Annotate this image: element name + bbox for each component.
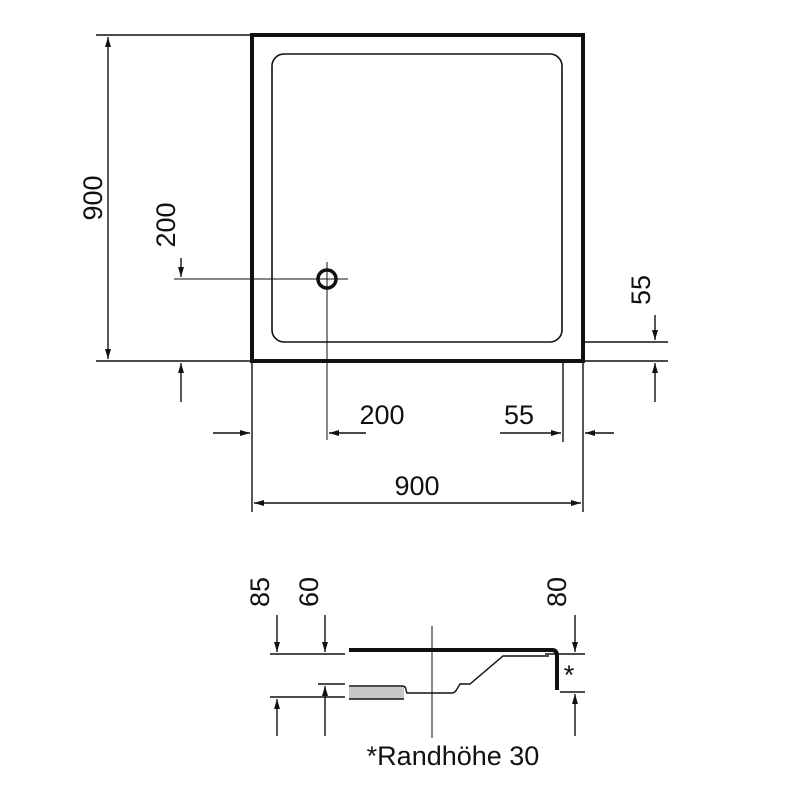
rim-offset-x-label: 55 <box>504 400 534 430</box>
tray-outline <box>250 33 585 363</box>
rim-offset-y-dimension: 55 <box>585 275 668 402</box>
basin-outline <box>271 53 563 343</box>
rim-height-footnote: *Randhöhe 30 <box>367 741 540 771</box>
drain-icon <box>174 262 348 440</box>
height-60-dimension: 60 <box>294 577 328 736</box>
drain-offset-x-label: 200 <box>359 400 404 430</box>
basin-profile <box>349 655 549 694</box>
width-label: 900 <box>394 471 439 501</box>
height-60-label: 60 <box>294 577 324 607</box>
rim-offset-y-label: 55 <box>626 275 656 305</box>
height-80-label: 80 <box>542 577 572 607</box>
width-dimension: 900 <box>254 471 581 506</box>
height-80-dimension: 80 <box>542 577 578 736</box>
height-85-label: 85 <box>245 577 275 607</box>
depth-label: 900 <box>78 175 108 220</box>
drain-offset-y-label: 200 <box>151 202 181 247</box>
height-85-dimension: 85 <box>245 577 280 736</box>
top-view: 900 200 55 200 55 <box>78 33 668 512</box>
rim-asterisk: * <box>564 660 575 690</box>
drain-offset-x-dimension: 200 <box>213 400 405 436</box>
tray-profile <box>349 648 559 690</box>
depth-dimension: 900 <box>78 34 250 362</box>
base-block <box>349 687 404 699</box>
rim-offset-x-dimension: 55 <box>500 400 614 436</box>
drain-offset-y-dimension: 200 <box>151 202 184 402</box>
section-view: 85 60 80 * *Randhöhe 30 <box>245 577 585 771</box>
